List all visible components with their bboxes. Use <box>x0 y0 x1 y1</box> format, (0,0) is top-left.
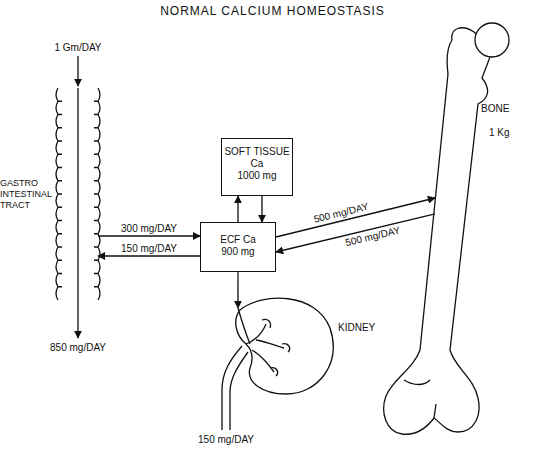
gi-tract: GASTRO INTESTINAL TRACT <box>58 86 98 302</box>
flow-arrow <box>237 196 238 222</box>
flow-rate-label: 1 Gm/DAY <box>54 42 101 54</box>
flow-arrow <box>98 235 200 236</box>
excretion-arrow <box>77 88 78 338</box>
flow-rate-label: 850 mg/DAY <box>50 342 106 354</box>
flow-rate-label: 150 mg/DAY <box>198 434 254 446</box>
kidney-outline <box>228 308 332 396</box>
gi-tract-outline <box>58 86 98 302</box>
compartment-box: SOFT TISSUE Ca1000 mg <box>221 138 293 196</box>
bone-femur-outline <box>435 15 515 440</box>
flow-arrow <box>237 272 238 308</box>
flow-arrow <box>276 198 435 237</box>
organ-label: GASTRO INTESTINAL TRACT <box>0 178 54 211</box>
compartment-amount: 900 mg <box>201 246 275 258</box>
flow-rate-label: 150 mg/DAY <box>121 243 177 255</box>
ureter-wall <box>222 346 242 430</box>
flow-arrow <box>276 214 435 252</box>
flow-rate-label: 500 mg/DAY <box>345 225 402 250</box>
diagram-title: NORMAL CALCIUM HOMEOSTASIS <box>0 4 545 18</box>
compartment-amount: 1000 mg <box>222 170 292 182</box>
femur-head <box>475 23 509 57</box>
organ-label: KIDNEY <box>338 322 375 334</box>
kidney: KIDNEY <box>228 308 332 396</box>
organ-amount: 1 Kg <box>489 127 510 139</box>
kidney-outline <box>236 298 333 394</box>
ureter-wall <box>230 352 248 430</box>
flow-arrow <box>98 255 200 256</box>
flow-rate-label: 500 mg/DAY <box>312 200 369 225</box>
compartment-label: ECF Ca <box>201 223 275 246</box>
compartment-box: ECF Ca900 mg <box>200 222 276 272</box>
flow-arrow <box>261 196 262 222</box>
organ-label: BONE <box>481 103 509 115</box>
compartment-label: SOFT TISSUE Ca <box>222 139 292 170</box>
flow-rate-label: 300 mg/DAY <box>121 223 177 235</box>
intake-arrow <box>77 56 78 86</box>
gi-tract-outline <box>56 88 100 300</box>
bone-femur: BONE 1 Kg <box>435 15 515 440</box>
